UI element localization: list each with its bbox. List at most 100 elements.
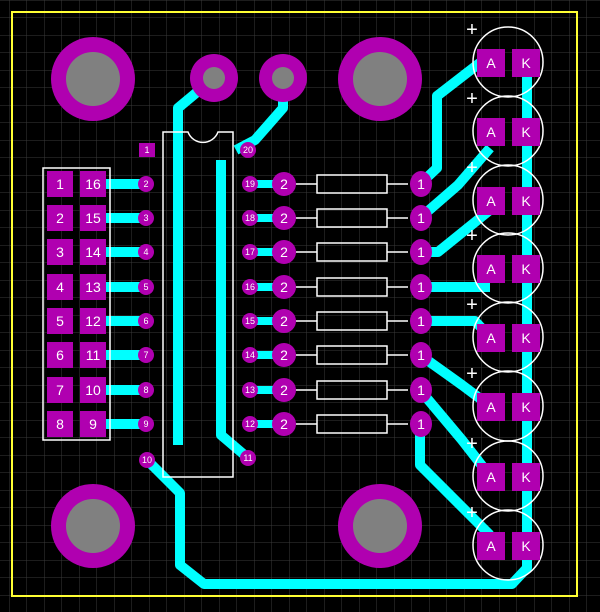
dip-pad-label: 13 <box>85 279 101 295</box>
led-anode-label: A <box>486 55 496 71</box>
dip-pad-label: 6 <box>56 347 64 363</box>
ic-pin-label: 12 <box>245 419 255 429</box>
ic-pin-pad <box>242 210 258 226</box>
ic-pin-pad <box>138 210 154 226</box>
resistor-pad <box>272 172 296 196</box>
dip-switch-outline <box>42 167 111 441</box>
ic-pin-label: 17 <box>245 247 255 257</box>
led-cathode-label: K <box>521 538 531 554</box>
dip-pad-label: 16 <box>85 176 101 192</box>
ic-pin-pad <box>138 347 154 363</box>
resistor-pad <box>410 274 432 300</box>
dip-pad-left <box>47 377 73 403</box>
ic-pin-label: 7 <box>143 350 148 360</box>
ic-pin-label: 18 <box>245 213 255 223</box>
dip-pad-right <box>80 171 106 197</box>
resistor-pad <box>410 239 432 265</box>
led-anode-label: A <box>486 538 496 554</box>
led-cathode-pad <box>512 49 540 77</box>
led-anode-label: A <box>486 330 496 346</box>
led-anode-pad <box>477 49 505 77</box>
board-outline <box>11 11 578 597</box>
dip-pad-label: 11 <box>86 347 101 363</box>
led-anode-pad <box>477 118 505 146</box>
dip-pad-label: 15 <box>85 210 101 226</box>
resistor-pad-label: 2 <box>280 347 288 363</box>
ic-pin-label: 20 <box>243 145 253 155</box>
dip-pad-left <box>47 411 73 437</box>
resistor-pad <box>272 275 296 299</box>
resistor-pad-label: 2 <box>280 313 288 329</box>
dip-pad-right <box>80 342 106 368</box>
resistor-pad <box>272 412 296 436</box>
led-anode-label: A <box>486 261 496 277</box>
dip-pad-label: 1 <box>56 176 64 192</box>
ic-pin-pad <box>242 416 258 432</box>
dip-pad-label: 14 <box>85 244 101 260</box>
led-cathode-label: K <box>521 55 531 71</box>
led-polarity-mark: + <box>466 502 478 524</box>
ic-pin-pad <box>242 347 258 363</box>
ic-pin-pad <box>240 450 256 466</box>
mounting-hole-drill <box>353 52 407 106</box>
resistor-pad-label: 1 <box>417 244 425 260</box>
led-outline <box>472 164 544 236</box>
led-polarity-mark: + <box>466 157 478 179</box>
resistor-pad <box>410 377 432 403</box>
led-anode-label: A <box>486 193 496 209</box>
led-cathode-pad <box>512 532 540 560</box>
led-anode-pad <box>477 187 505 215</box>
dip-pad-left <box>47 342 73 368</box>
led-cathode-pad <box>512 118 540 146</box>
led-outline <box>472 440 544 512</box>
resistor-pad-label: 2 <box>280 416 288 432</box>
led-outline <box>472 301 544 373</box>
dip-pad-left <box>47 239 73 265</box>
power-pad-drill <box>203 67 225 89</box>
mounting-hole-drill <box>66 52 120 106</box>
ic-pin-pad <box>139 452 155 468</box>
ic-pin-label: 8 <box>143 385 148 395</box>
resistor-pad-label: 1 <box>417 347 425 363</box>
led-outline <box>472 232 544 304</box>
dip-pad-label: 2 <box>56 210 64 226</box>
ic-pin-label: 2 <box>143 179 148 189</box>
trace <box>216 160 252 462</box>
led-cathode-pad <box>512 324 540 352</box>
resistor-pad-label: 1 <box>417 416 425 432</box>
led-cathode-label: K <box>521 399 531 415</box>
resistor-pad-label: 2 <box>280 176 288 192</box>
trace <box>415 424 494 539</box>
dip-pad-label: 8 <box>56 416 64 432</box>
ic-pin-label: 9 <box>143 419 148 429</box>
dip-pad-right <box>80 308 106 334</box>
ic-pin-label: 19 <box>245 179 255 189</box>
dip-pad-label: 10 <box>85 382 101 398</box>
ic-pin-pad <box>138 416 154 432</box>
ic-pin-pad <box>240 142 256 158</box>
led-cathode-pad <box>512 187 540 215</box>
resistor-pad <box>410 342 432 368</box>
led-anode-pad <box>477 393 505 421</box>
ic-pin-label: 4 <box>143 247 148 257</box>
ic-pin-label: 15 <box>245 316 255 326</box>
ic-pin-pad <box>242 382 258 398</box>
dip-pad-label: 12 <box>85 313 101 329</box>
led-anode-pad <box>477 532 505 560</box>
ic-pin-pad <box>138 244 154 260</box>
ic-pin-label: 16 <box>245 282 255 292</box>
led-cathode-pad <box>512 463 540 491</box>
dip-pad-left <box>47 205 73 231</box>
led-anode-label: A <box>486 469 496 485</box>
ic-pin-pad <box>138 382 154 398</box>
led-cathode-label: K <box>521 193 531 209</box>
dip-pad-label: 7 <box>56 382 64 398</box>
led-polarity-mark: + <box>466 294 478 316</box>
resistor-pad <box>410 308 432 334</box>
resistor-pad-label: 1 <box>417 210 425 226</box>
resistor-pad-label: 2 <box>280 210 288 226</box>
dip-pad-left <box>47 274 73 300</box>
led-cathode-label: K <box>521 261 531 277</box>
ic-pin-pad <box>138 313 154 329</box>
